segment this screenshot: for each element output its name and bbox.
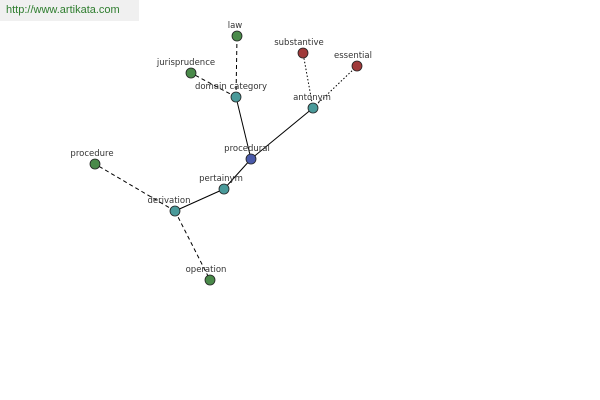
edge-pertainym-to-derivation <box>174 188 225 212</box>
node-label: domain category <box>195 82 267 92</box>
node-label: procedure <box>70 149 113 159</box>
edge-procedural-to-antonym <box>250 107 314 160</box>
edge-procedural-to-domain-category <box>235 96 252 160</box>
node-dot[interactable] <box>297 47 309 59</box>
node-essential[interactable]: essential <box>334 51 372 72</box>
edge-derivation-to-procedure <box>94 163 176 212</box>
node-dot[interactable] <box>89 158 101 170</box>
node-domain-category[interactable]: domain category <box>195 82 267 103</box>
node-dot[interactable] <box>245 153 257 165</box>
node-label: procedural <box>224 144 270 154</box>
node-dot[interactable] <box>218 183 230 195</box>
node-label: pertainym <box>199 174 243 184</box>
node-label: operation <box>186 265 227 275</box>
node-law[interactable]: law <box>228 21 243 42</box>
node-dot[interactable] <box>230 91 242 103</box>
node-derivation[interactable]: derivation <box>147 196 191 217</box>
edges-layer <box>94 35 358 281</box>
site-watermark[interactable]: http://www.artikata.com <box>0 0 139 21</box>
node-procedural[interactable]: procedural <box>224 144 270 165</box>
edge-antonym-to-substantive <box>302 52 314 109</box>
node-jurisprudence[interactable]: jurisprudence <box>156 58 215 79</box>
node-label: antonym <box>293 93 331 103</box>
node-label: derivation <box>147 196 190 206</box>
edge-derivation-to-operation <box>174 210 211 281</box>
node-procedure[interactable]: procedure <box>70 149 114 170</box>
nodes-layer: procedural domain category antonym pertainy… <box>70 21 372 286</box>
edge-procedural-to-pertainym <box>223 158 252 190</box>
node-label: law <box>228 21 243 31</box>
node-dot[interactable] <box>169 205 181 217</box>
edge-domain-category-to-law <box>235 35 238 98</box>
edge-domain-category-to-jurisprudence <box>190 72 237 98</box>
node-dot[interactable] <box>204 274 216 286</box>
node-dot[interactable] <box>351 60 363 72</box>
node-dot[interactable] <box>231 30 243 42</box>
node-pertainym[interactable]: pertainym <box>199 174 243 195</box>
node-operation[interactable]: operation <box>186 265 227 286</box>
node-antonym[interactable]: antonym <box>293 93 331 114</box>
node-label: jurisprudence <box>156 58 215 68</box>
node-dot[interactable] <box>307 102 319 114</box>
node-label: substantive <box>274 38 324 48</box>
node-label: essential <box>334 51 372 61</box>
node-dot[interactable] <box>185 67 197 79</box>
node-substantive[interactable]: substantive <box>274 38 324 59</box>
